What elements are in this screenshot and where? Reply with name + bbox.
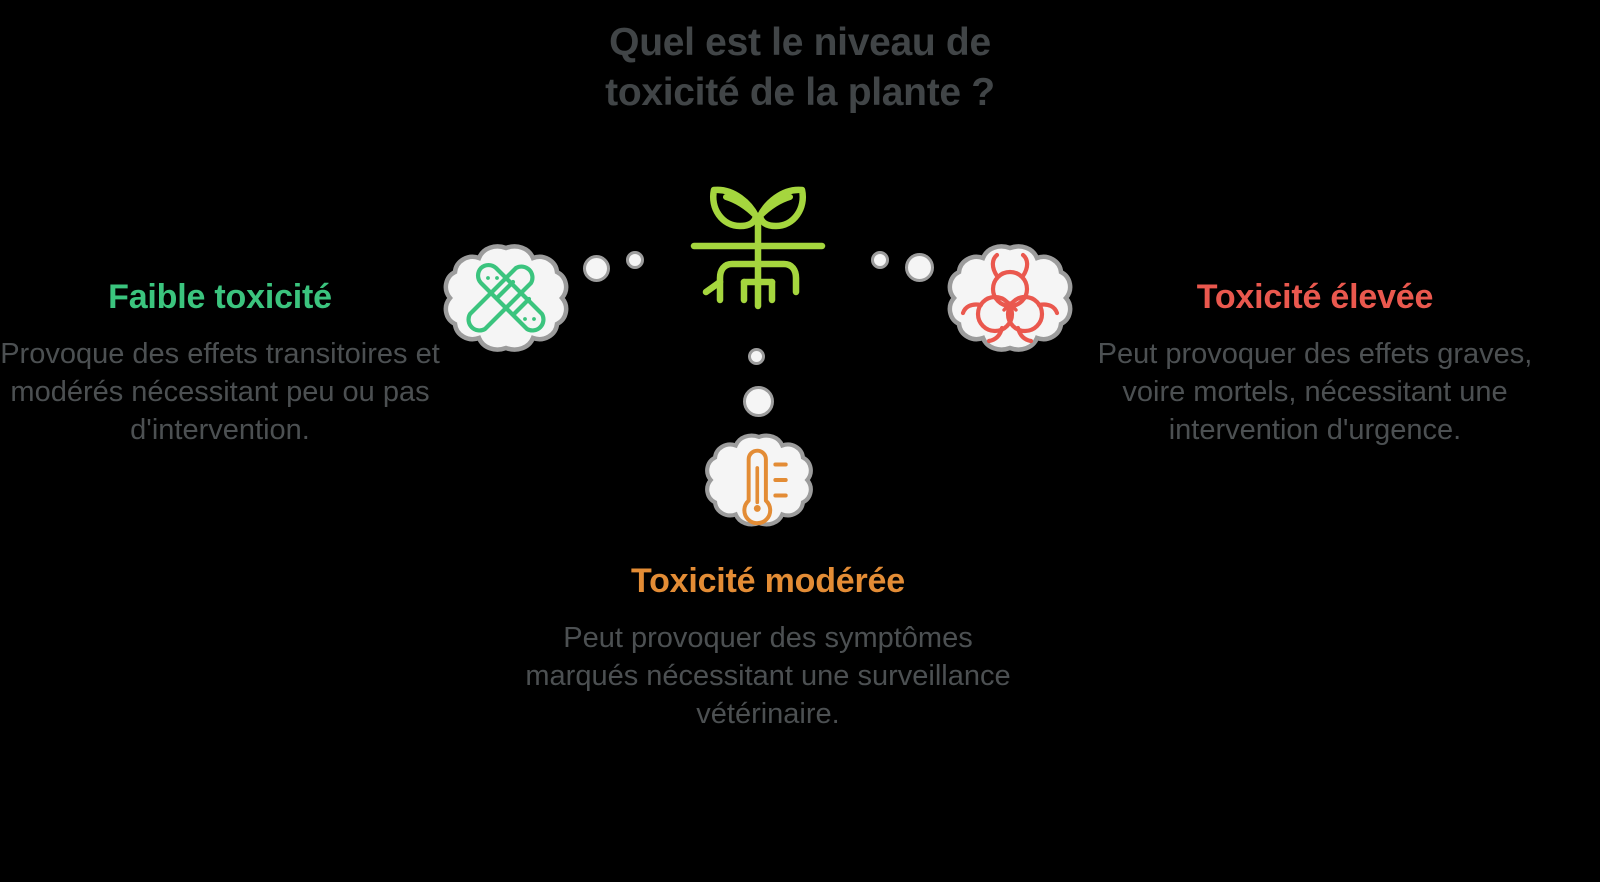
branch-low-heading: Faible toxicité: [108, 278, 332, 316]
connector-dot-small: [748, 348, 765, 365]
bubble-high-toxicity: [945, 240, 1075, 370]
bandage-cross-icon: [466, 262, 546, 333]
connector-dot-small: [871, 251, 889, 269]
bubble-low-toxicity: [441, 240, 571, 370]
branch-moderate-body: Peut provoquer des symptômes marqués néc…: [525, 621, 1011, 731]
plant-sprout-icon: [688, 160, 828, 315]
branch-moderate-heading: Toxicité modérée: [631, 562, 905, 600]
connector-dot-large: [743, 386, 774, 417]
bubble-moderate-toxicity: [703, 430, 815, 542]
page-title-line-1: Quel est le niveau de: [609, 21, 991, 64]
branch-high-body: Peut provoquer des effets graves, voire …: [1097, 337, 1533, 447]
branch-high-toxicity: Toxicité élevée Peut provoquer des effet…: [1085, 277, 1545, 450]
connector-dot-small: [626, 251, 644, 269]
page-title: Quel est le niveau de toxicité de la pla…: [500, 18, 1100, 117]
branch-low-toxicity: Faible toxicité Provoque des effets tran…: [0, 277, 440, 450]
page-title-line-2: toxicité de la plante ?: [605, 70, 995, 114]
biohazard-icon: [960, 252, 1060, 344]
branch-high-heading: Toxicité élevée: [1196, 278, 1434, 316]
thermometer-icon: [742, 448, 788, 526]
branch-low-body: Provoque des effets transitoires et modé…: [0, 337, 440, 447]
connector-dot-large: [583, 255, 610, 282]
cloud-shape: [443, 244, 569, 352]
cloud-shape: [947, 244, 1073, 352]
branch-moderate-toxicity: Toxicité modérée Peut provoquer des symp…: [518, 561, 1018, 734]
connector-dot-large: [905, 253, 934, 282]
